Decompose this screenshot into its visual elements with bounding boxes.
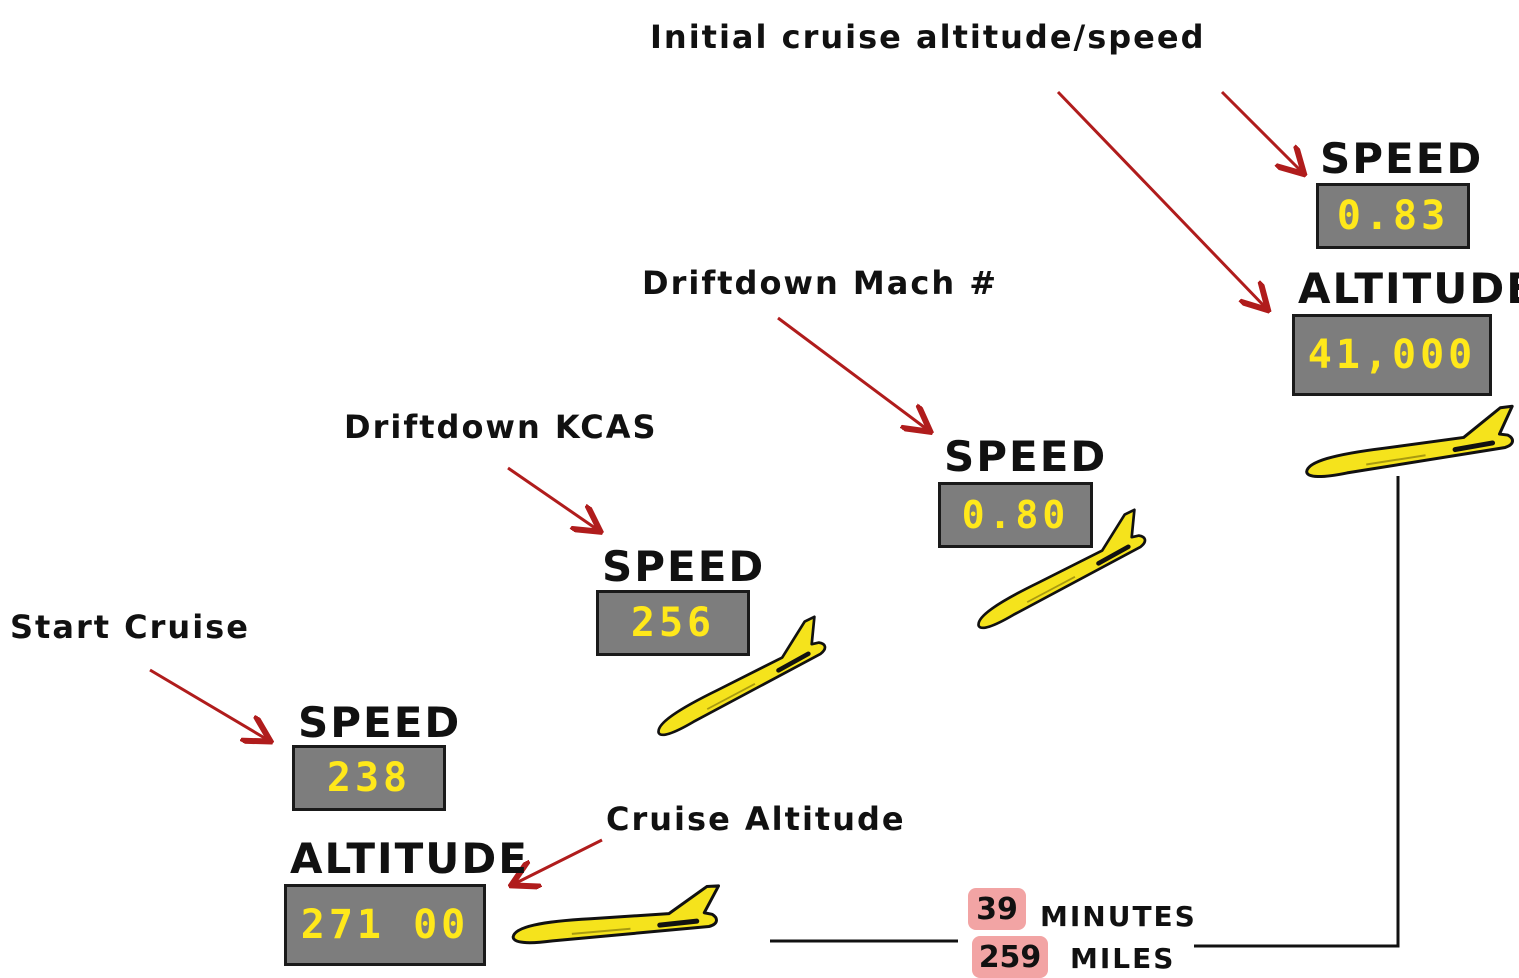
minutes-label: MINUTES <box>1040 900 1197 933</box>
arrow-start-cruise <box>149 668 268 740</box>
speed-header: SPEED <box>602 542 766 591</box>
miles-label: MILES <box>1070 942 1176 975</box>
caption-driftdown-kcas: Driftdown KCAS <box>344 408 658 446</box>
caption-driftdown-mach: Driftdown Mach # <box>642 264 999 302</box>
altitude-header: ALTITUDE <box>290 834 529 883</box>
driftdown-mach-box: 0.80 <box>938 482 1093 548</box>
arrow-initial-speed <box>1220 90 1302 172</box>
initial-altitude-box: 41,000 <box>1292 314 1492 396</box>
caption-initial-cruise: Initial cruise altitude/speed <box>650 18 1206 56</box>
caption-cruise-altitude: Cruise Altitude <box>606 800 906 838</box>
altitude-header: ALTITUDE <box>1298 264 1519 313</box>
airplane-icon <box>1302 406 1518 478</box>
start-altitude-box: 271 00 <box>284 884 486 966</box>
connector-line-right <box>1194 476 1400 948</box>
airplane-icon <box>511 886 721 944</box>
arrow-initial-altitude <box>1056 90 1266 308</box>
initial-speed-box: 0.83 <box>1316 183 1470 249</box>
start-speed-box: 238 <box>292 745 446 811</box>
caption-start-cruise: Start Cruise <box>10 608 250 646</box>
miles-badge: 259 <box>972 936 1048 978</box>
driftdown-kcas-box: 256 <box>596 590 750 656</box>
speed-header: SPEED <box>944 432 1108 481</box>
minutes-badge: 39 <box>968 888 1026 930</box>
arrow-driftdown-mach <box>777 316 928 430</box>
arrow-driftdown-kcas <box>507 466 598 530</box>
arrow-cruise-altitude <box>514 838 603 884</box>
speed-header: SPEED <box>298 698 462 747</box>
speed-header: SPEED <box>1320 134 1484 183</box>
